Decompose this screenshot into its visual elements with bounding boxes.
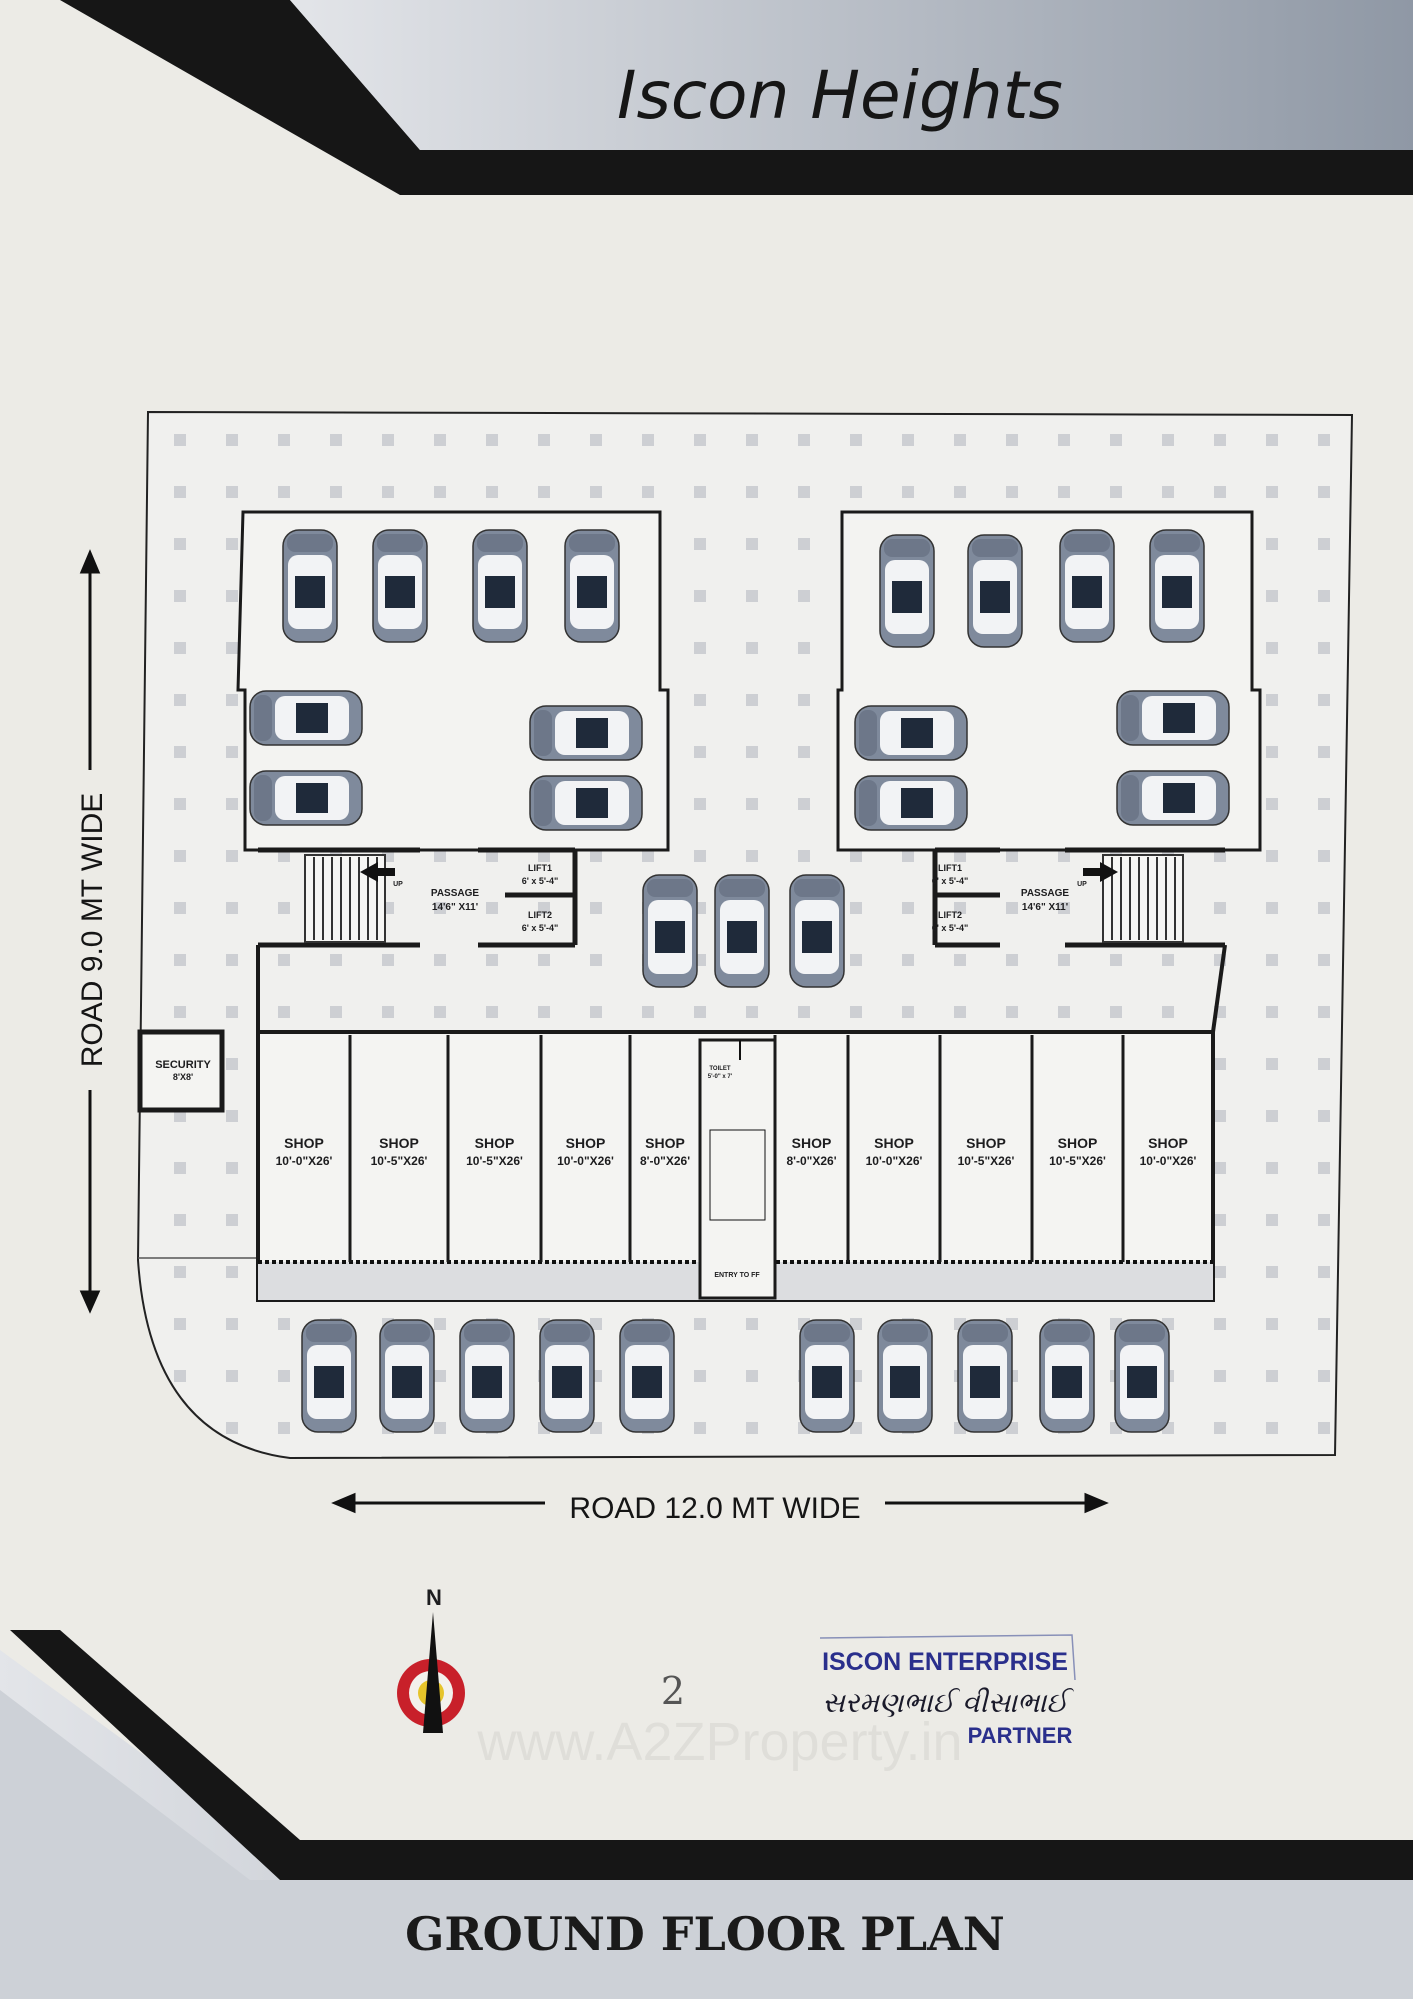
shop-label: SHOP [1148,1135,1188,1151]
watermark: www.A2ZProperty.in [476,1712,962,1772]
car-parking-space-icon [877,1319,933,1433]
car-parking-space-icon [879,534,935,648]
car-parking-space-icon [1039,1319,1095,1433]
shop-size: 10'-0"X26' [1140,1154,1197,1168]
car-parking-space-icon [789,874,845,988]
parking-spaces [249,529,1230,1433]
stamp-company: ISCON ENTERPRISE [822,1648,1068,1676]
car-parking-space-icon [529,775,643,831]
left-stair-arrow-icon [360,862,395,882]
bottom-banner: GROUND FLOOR PLAN [0,1630,1413,1999]
security-size: 8'X8' [173,1072,193,1082]
shop-label: SHOP [874,1135,914,1151]
car-parking-space-icon [619,1319,675,1433]
car-parking-space-icon [642,874,698,988]
front-road-label: ROAD 12.0 MT WIDE [569,1492,860,1525]
car-parking-space-icon [1114,1319,1170,1433]
car-parking-space-icon [249,690,363,746]
security-cabin [137,1029,225,1113]
car-parking-space-icon [379,1319,435,1433]
shop-label: SHOP [284,1135,324,1151]
car-parking-space-icon [714,874,770,988]
right-lift2-size: 6' x 5'-4" [932,923,969,933]
shop-size: 10'-0"X26' [866,1154,923,1168]
car-parking-space-icon [1059,529,1115,643]
left-stair [304,854,386,943]
car-parking-space-icon [854,705,968,761]
right-lift2-label: LIFT2 [938,910,962,920]
car-parking-space-icon [564,529,620,643]
right-stair [1102,854,1184,943]
page-title: Iscon Heights [617,57,1063,134]
right-passage-size: 14'6" X11' [1022,902,1068,913]
central-stair-core [698,1038,777,1300]
car-parking-space-icon [967,534,1023,648]
toilet-size: 5'-0" x 7' [708,1074,733,1080]
car-parking-space-icon [282,529,338,643]
security-label: SECURITY [155,1059,211,1071]
left-passage-size: 14'6" X11' [432,902,478,913]
car-parking-space-icon [459,1319,515,1433]
left-lift1-size: 6' x 5'-4" [522,876,559,886]
right-core [932,847,1225,948]
left-lift1-label: LIFT1 [528,863,552,873]
left-parking-block [236,510,670,852]
shop-size: 10'-5"X26' [371,1154,428,1168]
car-parking-space-icon [249,770,363,826]
left-stair-up-label: UP [393,881,403,888]
stamp-signature: સરમણભાઈ વીસાભાઈ [822,1687,1074,1718]
shop-label: SHOP [566,1135,606,1151]
shop-size: 10'-0"X26' [557,1154,614,1168]
page-number: 2 [661,1669,685,1713]
car-parking-space-icon [472,529,528,643]
floor-plan-title: GROUND FLOOR PLAN [405,1907,1005,1961]
car-parking-space-icon [301,1319,357,1433]
shop-size: 10'-5"X26' [1049,1154,1106,1168]
top-banner: Iscon Heights [0,0,1413,195]
shop-size: 10'-5"X26' [466,1154,523,1168]
stamp-role: PARTNER [968,1723,1073,1748]
shop-label: SHOP [792,1135,832,1151]
shop-size: 8'-0"X26' [786,1154,836,1168]
company-stamp: ISCON ENTERPRISE સરમણભાઈ વીસાભાઈ PARTNER [819,1634,1076,1748]
car-parking-space-icon [799,1319,855,1433]
left-core [258,847,578,948]
left-lift2-label: LIFT2 [528,910,552,920]
right-lift1-size: 6' x 5'-4" [932,876,969,886]
car-parking-space-icon [957,1319,1013,1433]
shop-label: SHOP [966,1135,1006,1151]
car-parking-space-icon [854,775,968,831]
right-stair-up-label: UP [1077,881,1087,888]
car-parking-space-icon [1116,770,1230,826]
shop-label: SHOP [475,1135,515,1151]
side-road-arrow [79,549,101,1314]
right-stair-arrow-icon [1083,862,1118,882]
shops: SHOP 10'-0"X26' SHOP 10'-5"X26' SHOP 10'-5"X2… [276,1035,1197,1262]
left-passage-label: PASSAGE [431,888,479,899]
side-road-label: ROAD 9.0 MT WIDE [76,793,109,1067]
left-lift2-size: 6' x 5'-4" [522,923,559,933]
entry-to-ff-label: ENTRY TO FF [714,1272,760,1279]
shop-label: SHOP [1058,1135,1098,1151]
front-road-arrow [331,1492,1109,1514]
shop-size: 10'-5"X26' [958,1154,1015,1168]
right-passage-label: PASSAGE [1021,888,1069,899]
north-label: N [426,1585,442,1610]
car-parking-space-icon [529,705,643,761]
car-parking-space-icon [372,529,428,643]
toilet-label: TOILET [709,1066,731,1072]
car-parking-space-icon [539,1319,595,1433]
car-parking-space-icon [1116,690,1230,746]
shop-label: SHOP [645,1135,685,1151]
north-compass-icon [397,1612,465,1733]
shop-size: 8'-0"X26' [640,1154,690,1168]
right-lift1-label: LIFT1 [938,863,962,873]
shop-size: 10'-0"X26' [276,1154,333,1168]
shop-label: SHOP [379,1135,419,1151]
car-parking-space-icon [1149,529,1205,643]
